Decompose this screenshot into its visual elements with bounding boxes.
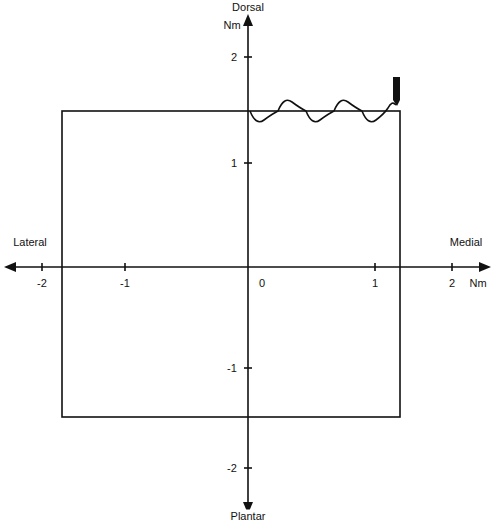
unit-label: Nm [221,19,242,32]
arrow-head [4,262,16,272]
tick-label: -1 [118,277,132,290]
tick-label: -2 [35,277,49,290]
tick-label: 2 [447,277,457,290]
tick-label: 1 [370,277,380,290]
tick-label: 2 [229,51,239,64]
axis-title: Lateral [11,236,49,249]
axis-title: Plantar [229,510,268,523]
vertical-axis [247,18,249,510]
limit-square [62,111,400,417]
axis-title: Dorsal [230,1,266,14]
wave-trace [250,100,396,121]
arrow-head [479,262,491,272]
axis-title: Medial [448,236,484,249]
pen-symbol [393,77,400,106]
tick-label: 1 [229,157,239,170]
tick-label: 0 [257,277,267,290]
unit-label: Nm [467,277,488,290]
arrow-head [243,14,253,26]
tick-label: -1 [225,362,239,375]
tick-label: -2 [225,462,239,475]
